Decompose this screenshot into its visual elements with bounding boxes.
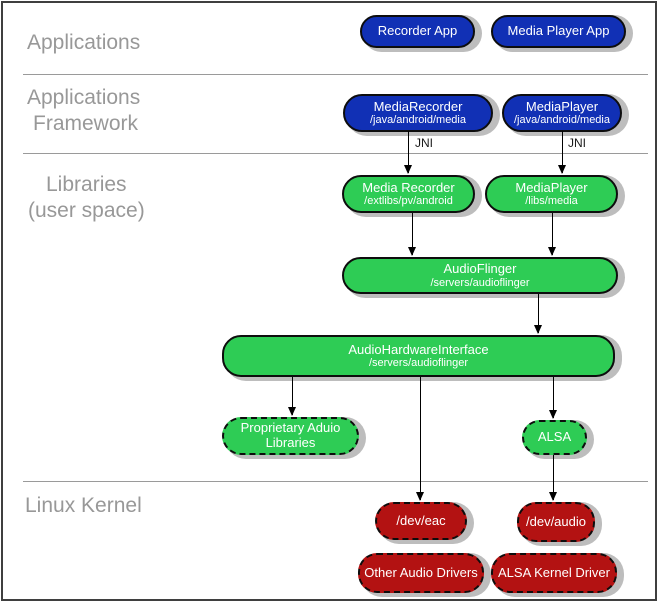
node-media-recorder-lib: Media Recorder /extlibs/pv/android [342,175,475,213]
node-audio-hardware-interface: AudioHardwareInterface /servers/audiofli… [222,335,615,377]
node-other-audio-drivers-title: Other Audio Drivers [364,564,478,580]
node-alsa: ALSA [522,420,587,455]
node-media-recorder-lib-path: /extlibs/pv/android [364,195,453,208]
divider-applications-framework [23,74,648,75]
node-mediarecorder-framework-path: /java/android/media [369,114,466,127]
jni-label-right: JNI [568,136,586,150]
node-mediaplayer-lib-title: MediaPlayer [515,179,588,195]
node-media-recorder-lib-title: Media Recorder [362,179,455,195]
node-proprietary-audio-libraries: Proprietary Aduio Libraries [222,417,359,455]
node-dev-eac: /dev/eac [375,502,467,540]
arrow-mediaplayer-to-audioflinger [547,213,556,256]
arrow-ahi-to-alsa [548,377,557,419]
arrow-mediarecorder-to-audioflinger [407,213,416,256]
divider-libraries-kernel [23,481,648,482]
node-recorder-app: Recorder App [360,15,475,48]
arrow-ahi-to-dev-eac [415,377,424,501]
node-media-player-app: Media Player App [491,15,626,48]
arrow-ahi-to-proprietary [287,377,296,416]
node-alsa-kernel-driver-title: ALSA Kernel Driver [498,564,610,580]
node-mediaplayer-lib: MediaPlayer /libs/media [485,175,618,213]
layer-label-kernel: Linux Kernel [25,494,142,517]
node-other-audio-drivers: Other Audio Drivers [358,553,484,593]
node-audio-hardware-interface-path: /servers/audioflinger [368,357,469,370]
node-mediaplayer-framework: MediaPlayer /java/android/media [502,94,622,132]
divider-framework-libraries [23,153,648,154]
node-mediarecorder-framework-title: MediaRecorder [373,98,463,114]
node-proprietary-audio-libraries-line2: Libraries [265,435,316,450]
jni-label-left: JNI [415,136,433,150]
layer-label-libraries-line1: Libraries [46,173,127,196]
node-audioflinger-title: AudioFlinger [443,261,517,277]
node-mediaplayer-lib-path: /libs/media [525,195,578,208]
layer-label-framework-line2: Framework [33,112,139,135]
node-audio-hardware-interface-title: AudioHardwareInterface [348,341,489,357]
node-proprietary-audio-libraries-line1: Proprietary Aduio [240,420,341,436]
node-audioflinger: AudioFlinger /servers/audioflinger [342,257,618,294]
node-mediaplayer-framework-path: /java/android/media [513,114,610,127]
arrow-mediaplayer-jni [557,131,566,174]
layer-label-framework-line1: Applications [27,86,141,109]
node-alsa-title: ALSA [537,429,572,445]
arrow-alsa-to-dev-audio [548,455,557,501]
layer-label-applications: Applications [27,31,141,54]
node-media-player-app-title: Media Player App [507,23,610,39]
arrow-audioflinger-to-ahi [533,294,542,334]
node-dev-eac-title: /dev/eac [396,512,446,528]
node-alsa-kernel-driver: ALSA Kernel Driver [491,553,617,593]
node-mediaplayer-framework-title: MediaPlayer [525,98,599,114]
layer-label-libraries-line2: (user space) [28,199,145,222]
node-dev-audio: /dev/audio [517,502,595,542]
arrow-mediarecorder-jni [403,131,412,174]
node-recorder-app-title: Recorder App [377,23,458,39]
node-audioflinger-path: /servers/audioflinger [430,276,530,289]
node-dev-audio-title: /dev/audio [526,513,586,529]
layer-label-libraries: Libraries (user space) [28,172,145,224]
node-mediarecorder-framework: MediaRecorder /java/android/media [343,94,493,132]
